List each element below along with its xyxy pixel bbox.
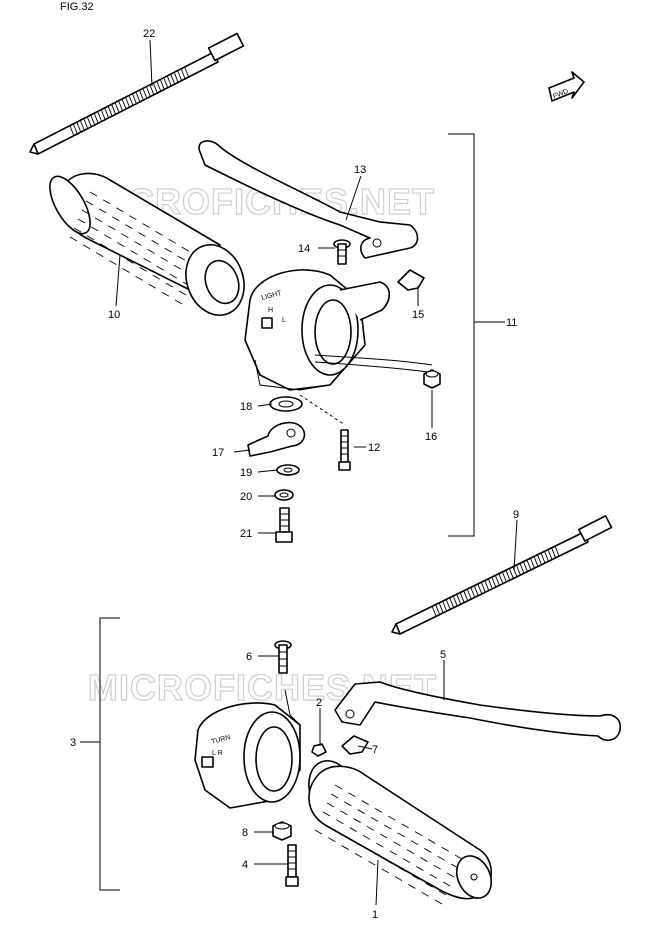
callout-17: 17 [212,447,224,459]
fig-label: FIG.32 [60,1,94,13]
light-switch-l: L [282,317,286,324]
grip-upper [49,172,245,316]
callout-16: 16 [425,431,437,443]
callout-10: 10 [108,309,120,321]
fwd-arrow-icon: FWD [548,71,585,102]
piece-2 [311,743,327,757]
bracket-upper [397,269,425,291]
bracket-lower [341,735,369,755]
screw-6 [274,640,292,674]
callout-19: 19 [240,467,252,479]
callout-9: 9 [513,509,519,521]
callout-12: 12 [368,442,380,454]
turn-switch-text: TURN [211,734,232,746]
screw-21 [275,507,293,543]
bracket-11 [448,133,475,537]
turn-switch-lr: L R [212,750,223,757]
callout-15: 15 [412,309,424,321]
callout-2: 2 [316,697,322,709]
lever-upper [198,140,419,259]
callout-20: 20 [240,491,252,503]
washer-20 [274,489,294,501]
callout-3: 3 [70,737,76,749]
bracket-3 [99,617,120,891]
screw-4 [285,844,299,887]
callout-7: 7 [372,744,378,756]
callout-5: 5 [440,649,446,661]
switch-housing-upper: LIGHT H L [244,269,433,391]
grip-lower [308,760,493,905]
light-switch-h: H [268,307,273,314]
callout-14: 14 [298,243,310,255]
leader-lines [115,39,518,906]
mounting-piece [247,421,306,457]
callout-22: 22 [143,28,155,40]
screw-12 [338,429,351,471]
callout-21: 21 [240,528,252,540]
cable-tie-upper [29,32,245,155]
callout-13: 13 [354,164,366,176]
washer-19 [276,464,300,476]
callout-18: 18 [240,401,252,413]
callout-numbers: 22 13 14 10 15 11 16 18 12 17 19 20 21 9… [70,28,519,921]
callout-11: 11 [506,317,517,329]
switch-housing-lower: TURN L R [194,689,301,809]
nut-upper [423,369,441,389]
callout-8: 8 [242,827,248,839]
clip-ring [269,396,303,412]
nut-lower [272,821,292,841]
cable-tie-lower [391,515,613,635]
lever-lower [334,681,622,742]
callout-6: 6 [246,651,252,663]
pivot-bolt-upper [333,239,351,265]
callout-1: 1 [372,909,378,921]
callout-4: 4 [242,859,248,871]
